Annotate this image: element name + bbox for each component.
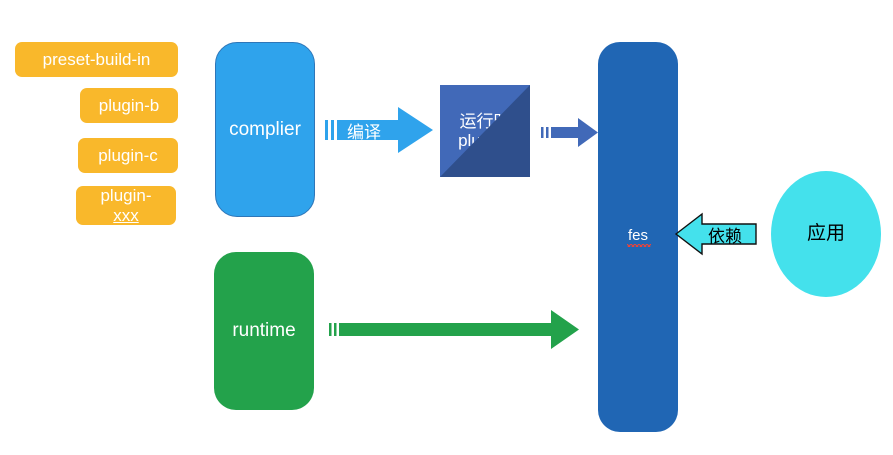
node-complier[interactable]: complier [215, 42, 315, 217]
arrow-depend: 依赖 [674, 212, 757, 256]
arrow-compile: 编译 [325, 107, 433, 153]
node-fes[interactable]: fes [598, 42, 678, 432]
plugin-chip-preset-build-in[interactable]: preset-build-in [15, 42, 178, 77]
plugin-chip-label: plugin-c [98, 145, 158, 165]
plugin-chip-label: plugin- [100, 186, 152, 206]
plugin-chip-label: preset-build-in [42, 49, 151, 69]
node-runtime[interactable]: runtime [214, 252, 314, 410]
arrow-runtime-to-fes [329, 310, 579, 349]
node-runtime-label: runtime [232, 320, 296, 342]
arrow-plugins-to-fes [541, 117, 598, 148]
node-runtime-plugins-line1: 运行时 [459, 111, 511, 131]
node-runtime-plugins-line2: plugins [458, 131, 512, 150]
plugin-chip-plugin-b[interactable]: plugin-b [80, 88, 178, 123]
node-fes-label: fes [626, 227, 652, 248]
plugin-chip-plugin-xxx[interactable]: plugin- xxx [76, 186, 176, 225]
plugin-chip-label: plugin-b [98, 95, 160, 115]
node-runtime-plugins[interactable]: 运行时 plugins [440, 85, 530, 177]
node-complier-label: complier [229, 118, 301, 140]
node-app-label: 应用 [806, 223, 845, 245]
plugin-chip-plugin-c[interactable]: plugin-c [78, 138, 178, 173]
node-app[interactable]: 应用 [771, 171, 881, 297]
plugin-chip-label-suffix: xxx [113, 205, 139, 225]
